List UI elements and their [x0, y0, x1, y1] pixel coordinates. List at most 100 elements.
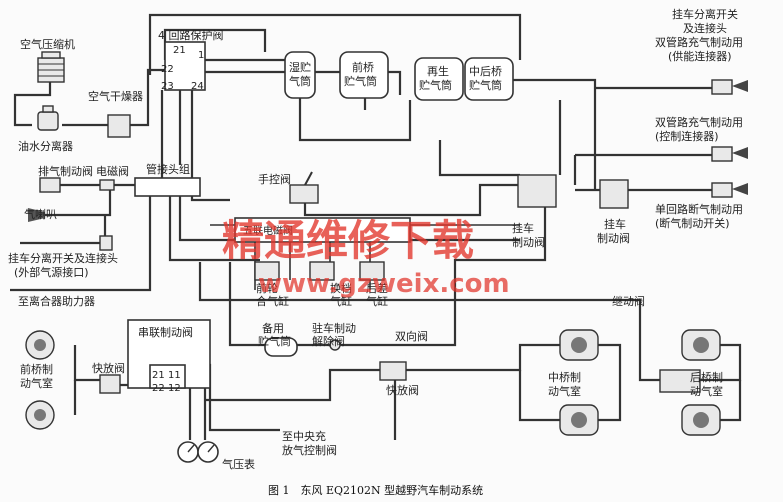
park-release-valve-symbol [329, 339, 341, 351]
label-quick-release-2: 快放阀 [386, 383, 419, 397]
label-mid-chamber-2: 动气室 [548, 384, 581, 398]
pipe-valve-down2 [190, 90, 230, 202]
gauge-right-icon [197, 441, 219, 463]
manifold-box [134, 177, 201, 197]
exhaust-valve-symbol [39, 177, 61, 193]
label-dual-control-2: (控制连接器) [655, 129, 719, 143]
label-five-solenoid: 五联电磁阀 [243, 224, 293, 237]
pipe-backup-tank [228, 262, 275, 347]
supply-connector-symbol [711, 79, 748, 95]
pipe-horn [40, 185, 112, 217]
quick-release-1-symbol [99, 374, 121, 394]
label-backup-tank-2: 贮气筒 [258, 334, 291, 348]
solenoid-valve-symbol [99, 179, 115, 191]
label-dual-supply-2: (供能连接器) [668, 49, 732, 63]
label-front-tank-1: 前桥 [352, 60, 374, 74]
pipe-trailer-down [453, 205, 547, 300]
label-central-1: 至中央充 [282, 429, 326, 443]
mid-chamber-bot-symbol [559, 404, 599, 436]
cylinder-c-symbol [359, 261, 385, 281]
label-trailer-sep-2: 及连接头 [683, 22, 727, 35]
pipe-valve-regen [205, 70, 402, 95]
label-dual-supply-1: 双管路充气制动用 [655, 35, 743, 49]
label-mid-rear-tank-1: 中后桥 [469, 65, 502, 78]
label-ext-sep-2: (外部气源接口) [14, 265, 89, 279]
label-clutch-booster: 至离合器助力器 [18, 294, 95, 308]
label-port-23: 23 [161, 81, 174, 92]
cylinder-a-symbol [254, 261, 280, 281]
label-park-release-2: 解除阀 [312, 334, 345, 348]
gauge-left-icon [177, 441, 199, 463]
labels: 空气压缩机 油水分离器 空气干燥器 4 回路保护阀 21 22 23 24 1 … [8, 7, 743, 471]
label-tandem-valve: 串联制动阀 [138, 325, 193, 339]
label-air-compressor: 空气压缩机 [20, 37, 75, 51]
pipe-mid-relay [598, 343, 622, 380]
pipe-regen-trailer [438, 140, 520, 177]
label-four-circuit-valve: 4 回路保护阀 [158, 28, 224, 42]
pipe-compressor [13, 82, 52, 127]
label-cyl-c-2: 气缸 [366, 294, 388, 308]
rear-chamber-top-symbol [681, 329, 721, 361]
label-trailer-main-2: 制动阀 [597, 231, 630, 245]
label-cyl-b-1: 换档 [330, 281, 352, 295]
hand-valve-symbol [289, 184, 319, 204]
watermark-line2: www.gzweix.com [258, 269, 510, 299]
label-rear-chamber-2: 动气室 [690, 384, 723, 398]
label-central-2: 放气控制阀 [282, 443, 337, 457]
label-trailer-valve-2: 制动阀 [512, 235, 545, 249]
trailer-valve-symbol [517, 174, 557, 208]
label-cyl-c-1: 后差 [366, 281, 388, 295]
label-park-release-1: 驻车制动 [312, 321, 356, 335]
watermark: 精通维修下载 www.gzweix.com [222, 216, 510, 299]
label-hand-valve: 手控阀 [258, 172, 291, 186]
label-cyl-a-2: 合气缸 [256, 294, 289, 308]
label-port-21: 21 [173, 45, 186, 56]
pipe-rear-bot [720, 380, 742, 422]
label-tandem-21: 21 [152, 370, 165, 381]
front-chamber-top-symbol [25, 330, 55, 360]
pipe-park-check [340, 300, 457, 347]
label-solenoid-valve: 电磁阀 [96, 164, 129, 178]
label-port-22: 22 [161, 64, 174, 75]
air-compressor-symbol [37, 51, 65, 83]
label-front-chamber-2: 动气室 [20, 376, 53, 390]
regen-tank-box [414, 57, 464, 101]
rear-chamber-bot-symbol [681, 404, 721, 436]
watermark-line1: 精通维修下载 [222, 216, 474, 265]
label-single-cut-2: (断气制动开关) [655, 216, 730, 230]
front-tank-box [339, 51, 389, 99]
pipe-tanks-bottom [298, 98, 412, 142]
oil-water-separator-symbol [37, 105, 59, 131]
single-cut-connector-symbol [711, 182, 748, 198]
label-port-1: 1 [198, 50, 204, 61]
label-trailer-valve-1: 挂车 [512, 221, 534, 235]
ext-connector-symbol [99, 235, 113, 251]
label-gauge: 气压表 [222, 457, 255, 471]
pipe-network [10, 13, 742, 440]
wet-tank-box [284, 51, 316, 99]
control-connector-symbol [711, 146, 748, 162]
label-tandem-22: 22 [152, 383, 165, 394]
mid-rear-tank-box [464, 57, 514, 101]
figure-caption: 图 1 东风 EQ2102N 型越野汽车制动系统 [268, 483, 483, 497]
label-cyl-b-2: 气缸 [330, 294, 352, 308]
label-regen-tank-1: 再生 [427, 64, 449, 78]
pipe-hand-valve [303, 183, 520, 217]
label-wet-tank-1: 湿贮 [289, 61, 311, 74]
relay-valve-symbol [659, 369, 701, 393]
label-ext-sep-1: 挂车分离开关及连接头 [8, 251, 118, 265]
label-horn: 气喇叭 [24, 207, 57, 221]
horn-icon [28, 208, 45, 222]
label-tandem-12: 12 [168, 383, 181, 394]
label-wet-tank-2: 气筒 [289, 74, 311, 88]
label-relay-valve: 继动阀 [612, 294, 645, 308]
label-port-24: 24 [191, 81, 204, 92]
pipe-quick2-left [205, 368, 385, 402]
backup-tank-box [264, 337, 298, 357]
label-tandem-11: 11 [168, 370, 181, 381]
pipe-manifold-low [168, 195, 260, 262]
pipe-gauges [188, 388, 207, 440]
label-oil-water-separator: 油水分离器 [18, 139, 73, 153]
label-single-cut-1: 单回路断气制动用 [655, 202, 743, 216]
